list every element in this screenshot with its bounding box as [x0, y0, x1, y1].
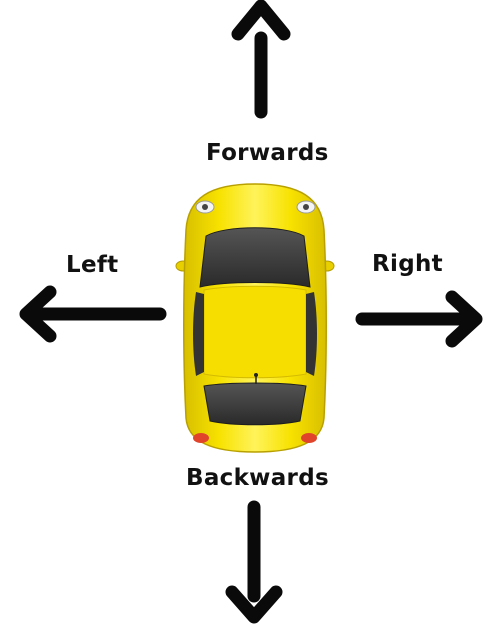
arrow-up-icon — [238, 6, 284, 112]
label-left: Left — [66, 254, 118, 277]
car-illustration — [176, 184, 334, 452]
label-forwards: Forwards — [206, 142, 329, 165]
label-backwards: Backwards — [186, 467, 329, 490]
label-right: Right — [372, 253, 443, 276]
arrow-right-icon — [362, 297, 476, 341]
arrow-left-icon — [26, 292, 160, 336]
arrow-down-icon — [232, 507, 276, 617]
